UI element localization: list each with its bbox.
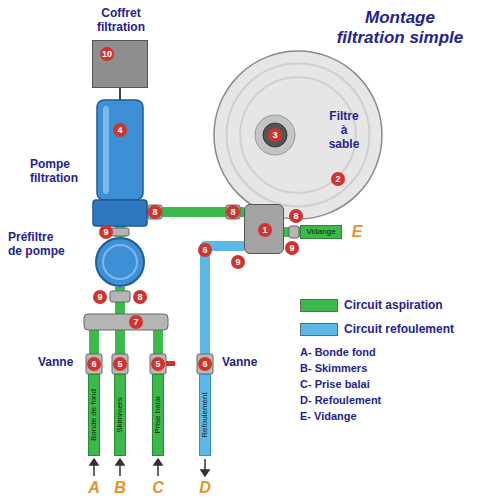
callout-number: 9 [231,255,245,269]
valve-label: Vanne [38,355,73,369]
key-entry: C- Prise balai [300,378,370,390]
callout-number: 9 [285,241,299,255]
pipe-union [148,205,162,219]
pipe-end: Prise balai [152,374,164,456]
flow-arrow-head [201,470,209,476]
valve-symbol [112,354,128,374]
legend-row: Circuit refoulement [300,322,454,336]
pipe-end: Refoulement [199,374,211,456]
callout-number: 3 [268,128,282,142]
hub-disc [263,123,287,147]
legend-swatch [300,323,338,336]
callout-number: 8 [133,290,147,304]
callout-number: 9 [93,290,107,304]
prefilter-outline [95,237,145,287]
callout-number: 2 [331,172,345,186]
key-entry: E- Vidange [300,410,357,422]
callout-number: 6 [198,357,212,371]
multiport-valve: 1 [244,204,284,254]
valve-handle [166,361,175,366]
callout-number: 4 [113,123,127,137]
pipe-end: Skimmers [114,374,126,456]
control-box: Coffret filtration10 [92,40,148,88]
key-entry: D- Refoulement [300,394,381,406]
callout-number: 10 [100,47,114,61]
filter-tank [214,51,382,219]
filter-outline [213,50,383,220]
pipe-union [110,291,130,302]
key-entry: B- Skimmers [300,362,367,374]
valve-symbol [197,354,213,374]
filter-hub: 3 [262,122,288,148]
part-name: Pompe filtration [30,158,90,186]
flow-arrow [204,459,206,471]
flow-arrow [93,464,95,476]
filter-ring [227,64,370,207]
callout-number: 8 [226,205,240,219]
prefilter-ring [103,245,137,279]
valve-symbol [150,354,166,374]
circuit-letter: E [352,223,363,241]
diagram-title: Montage filtration simple [332,8,468,49]
circuit-letter: D [199,479,211,497]
circuit-letter: B [114,479,126,497]
callout-number: 9 [99,225,113,239]
flow-arrow-head [154,459,162,465]
pipe-label: Prise balai [154,396,162,433]
pipe-label: Skimmers [116,397,124,433]
callout-number: 6 [198,243,212,257]
sand-filter: Filtre à sable 2 3 [213,50,383,220]
pipe-end: Bonde de fond [88,374,100,456]
power-wire [119,88,121,100]
key-entry: A- Bonde fond [300,346,376,358]
valve-label: Vanne [222,355,257,369]
flow-arrow-head [116,459,124,465]
callout-number: 5 [151,357,165,371]
pump-body [97,100,143,200]
pipe-label: Bonde de fond [90,389,98,441]
drain-pipe [284,227,300,237]
callout-number: 5 [113,357,127,371]
flow-arrow [119,464,121,476]
callout-number: 6 [87,357,101,371]
filter-ring [240,77,356,193]
pipe-union [226,205,240,219]
part-name: Coffret filtration [81,7,161,35]
circuit-letter: C [152,479,164,497]
callout-number: 7 [129,315,143,329]
part-name: Filtre à sable [325,110,363,151]
pump-prefilter: Préfiltre de pompe [95,237,145,287]
pump: Pompe filtration4 [93,100,147,226]
legend-text: Circuit aspiration [344,298,443,312]
pump-highlight [103,106,109,194]
pipe-label: Vidange [306,228,335,236]
flow-arrows [90,459,209,476]
callout-number: 8 [289,209,303,223]
callout-number: 1 [258,223,272,237]
pump-outline [93,100,147,226]
pipe-end: Vidange [300,225,342,239]
part-name: Préfiltre de pompe [8,231,68,259]
pump-base [93,200,147,226]
pipe-label: Refoulement [201,392,209,437]
filter-lid [255,115,295,155]
legend-text: Circuit refoulement [344,322,454,336]
collector-manifold [84,314,168,330]
legend-row: Circuit aspiration [300,298,443,312]
flow-arrow-head [90,459,98,465]
valve-symbol [86,354,102,374]
callout-number: 8 [148,205,162,219]
pipe-union [289,226,299,238]
flow-arrow [157,464,159,476]
pipe-union [111,228,129,236]
legend-swatch [300,299,338,312]
prefilter-body [96,238,144,286]
circuit-letter: A [88,479,100,497]
